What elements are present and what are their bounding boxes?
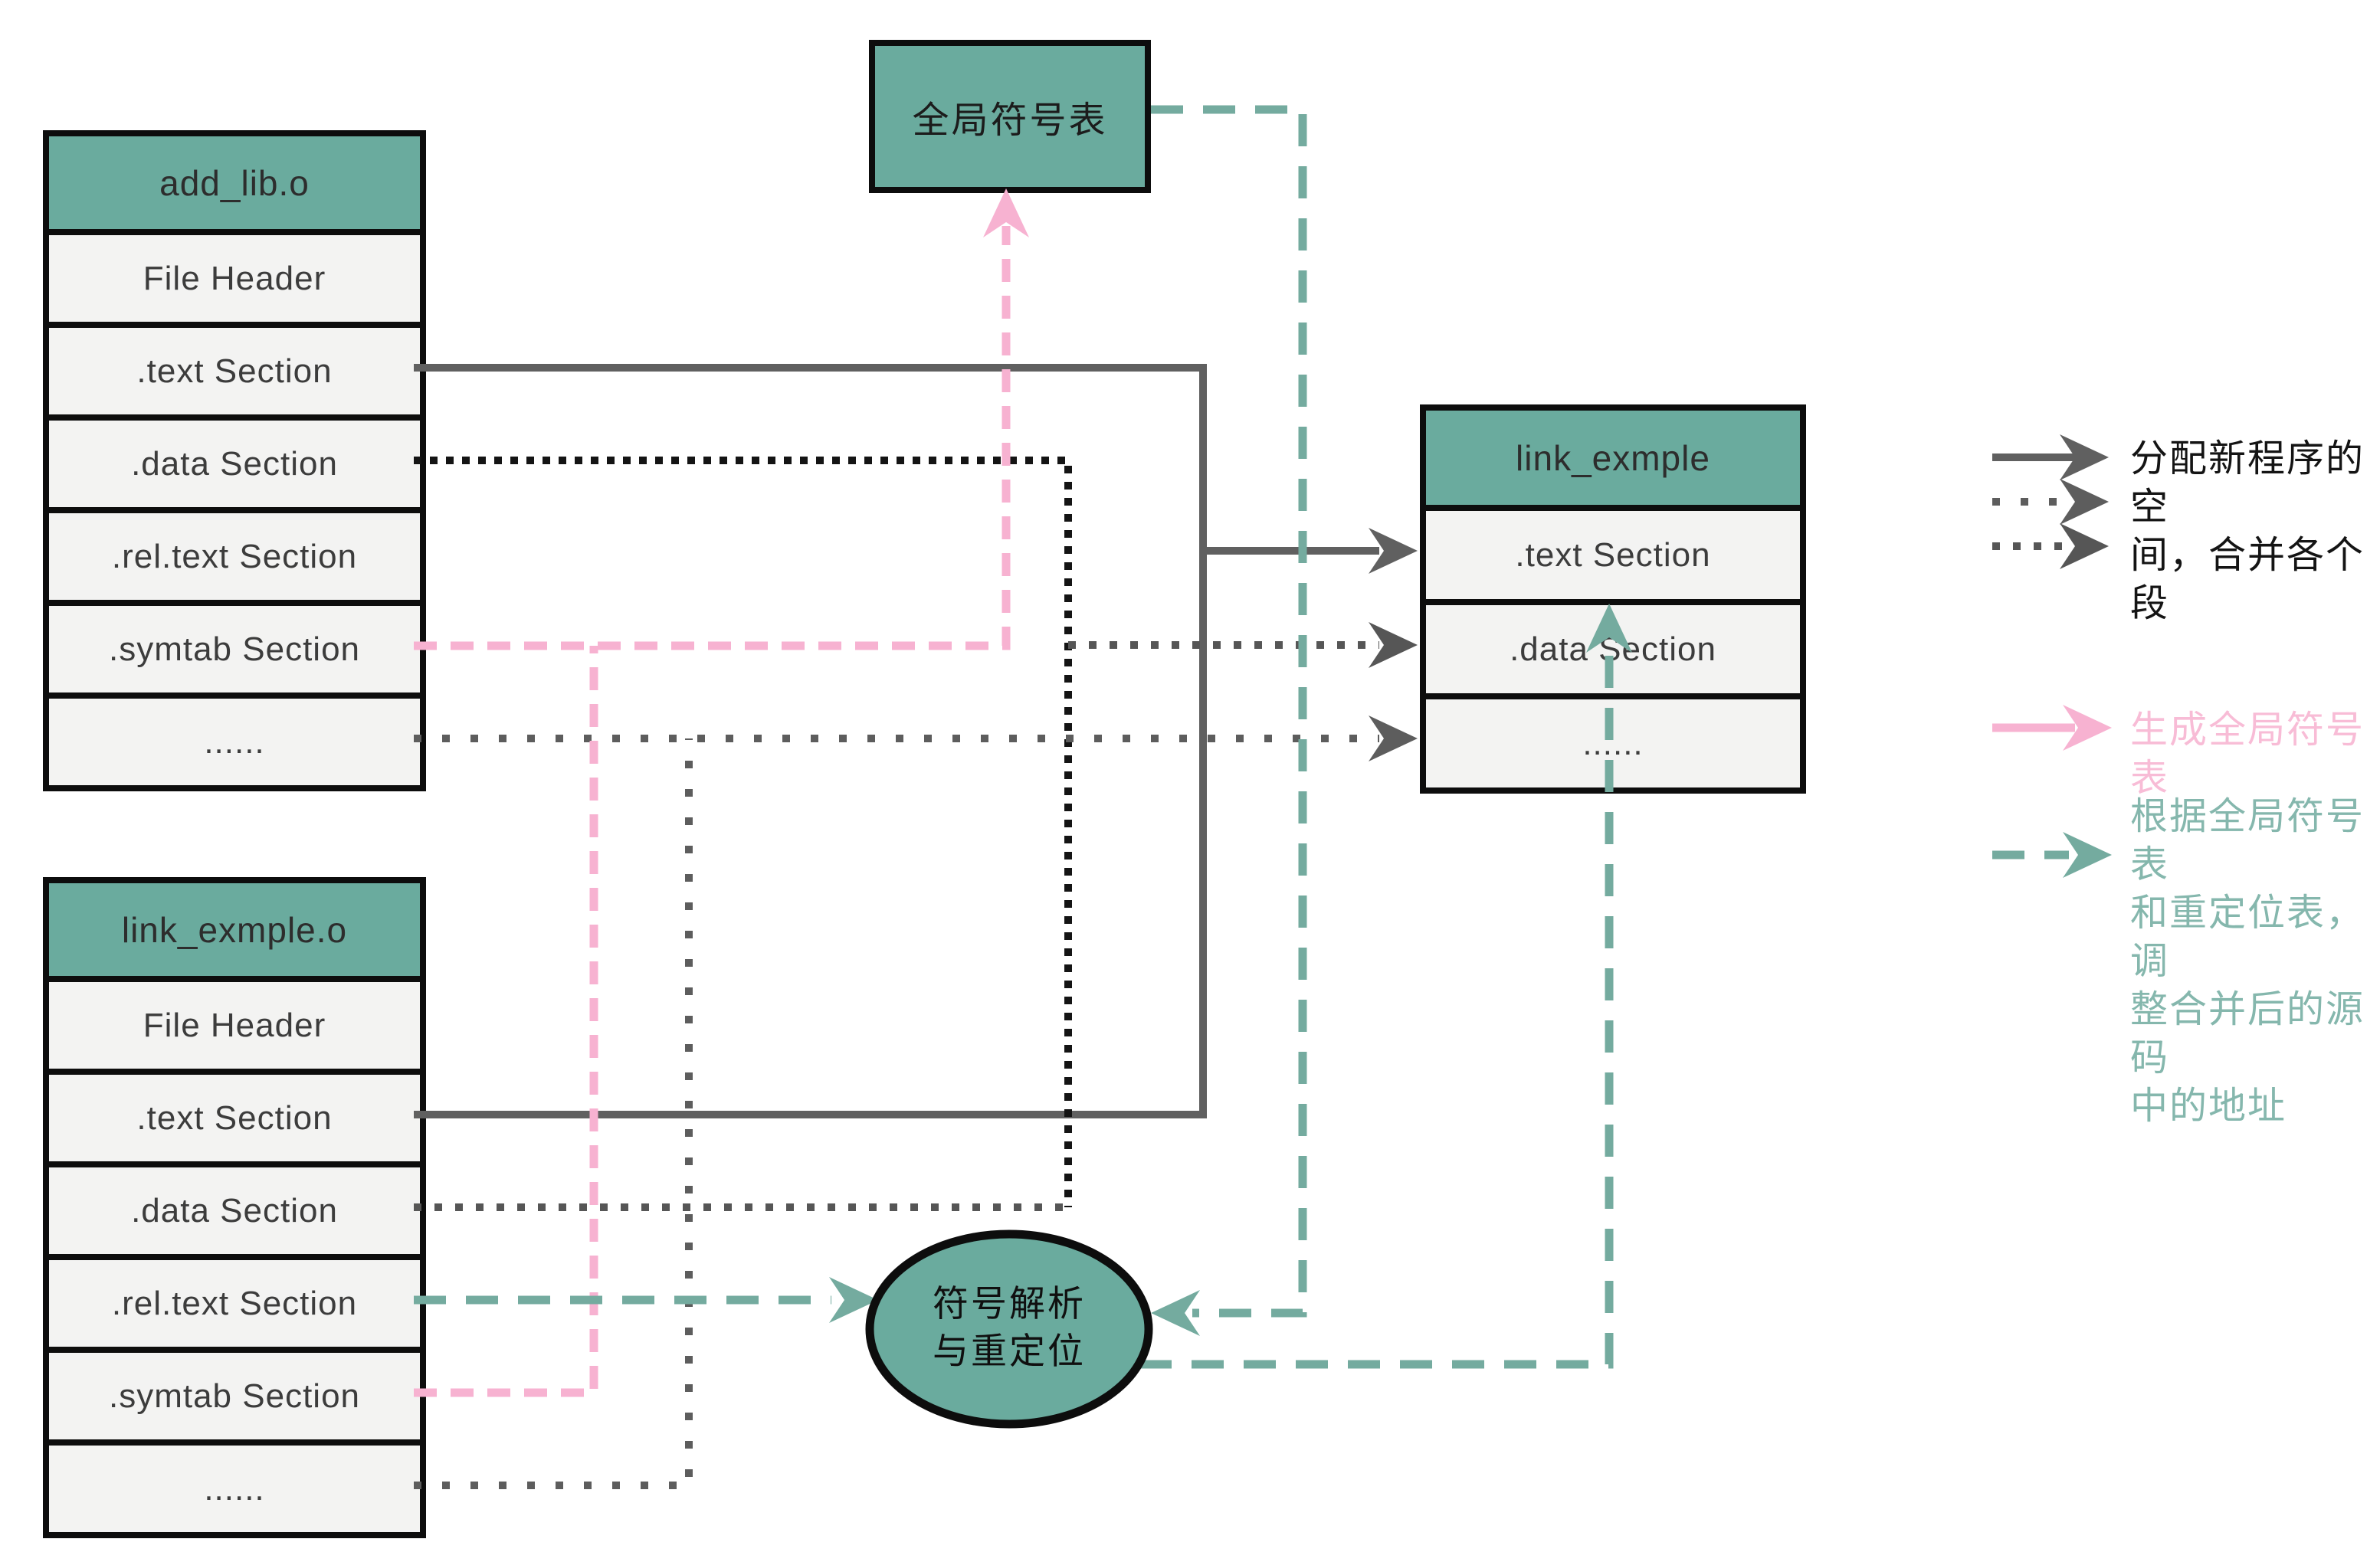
arrow-head-icon (2060, 523, 2109, 569)
table-row: .rel.text Section (49, 1254, 420, 1347)
data-section-merge-connector (414, 457, 1418, 1211)
legend-arrow-dense-dotted (1992, 523, 2109, 569)
arrow-head-icon (1369, 622, 1418, 668)
global-symbol-table-box: 全局符号表 (869, 40, 1151, 193)
legend-arrow-pink (1992, 705, 2112, 751)
text-section-merge-connector (414, 364, 1418, 1118)
table-row: .text Section (49, 1069, 420, 1161)
global-symbol-table-label: 全局符号表 (912, 100, 1108, 141)
arrow-head-icon (1369, 715, 1418, 761)
table-row: .data Section (49, 414, 420, 507)
symtab-to-global-table-connector (414, 188, 1029, 1397)
table-row: .data Section (1426, 599, 1800, 693)
table-row: .text Section (49, 322, 420, 414)
arrow-head-icon (983, 188, 1029, 237)
table-row: .symtab Section (49, 1347, 420, 1439)
table-title: link_exmple.o (49, 883, 420, 976)
arrow-head-icon (1369, 528, 1418, 574)
table-row: .symtab Section (49, 600, 420, 693)
legend-gen-symtab-label: 生成全局符号表 (2130, 709, 2365, 799)
table-link-exmple: link_exmple .text Section .data Section … (1420, 404, 1806, 794)
table-row: File Header (49, 976, 420, 1069)
legend-relocate-label: 根据全局符号表 和重定位表，调 整合并后的源码 中的地址 (2130, 796, 2365, 1127)
table-title: add_lib.o (49, 136, 420, 229)
table-row: .rel.text Section (49, 507, 420, 600)
arrow-head-icon (2063, 832, 2112, 878)
table-row: ...... (49, 1439, 420, 1532)
table-title: link_exmple (1426, 411, 1800, 505)
legend-arrow-sparse-dotted (1992, 479, 2109, 525)
table-row: ...... (49, 693, 420, 785)
arrow-head-icon (2060, 479, 2109, 525)
arrow-head-icon (2063, 705, 2112, 751)
table-row: ...... (1426, 693, 1800, 787)
legend-arrow-teal-dashed (1992, 832, 2112, 878)
table-row: .data Section (49, 1161, 420, 1254)
arrow-head-icon (2060, 434, 2109, 480)
table-add-lib-o: add_lib.o File Header .text Section .dat… (43, 130, 426, 791)
legend-arrow-solid (1992, 434, 2109, 480)
legend-allocate-merge-label: 分配新程序的空 间，合并各个段 (2130, 438, 2365, 624)
table-row: .text Section (1426, 505, 1800, 599)
symbol-resolution-label: 符号解析 与重定位 (933, 1283, 1086, 1371)
table-link-exmple-o: link_exmple.o File Header .text Section … (43, 877, 426, 1538)
table-row: File Header (49, 229, 420, 322)
